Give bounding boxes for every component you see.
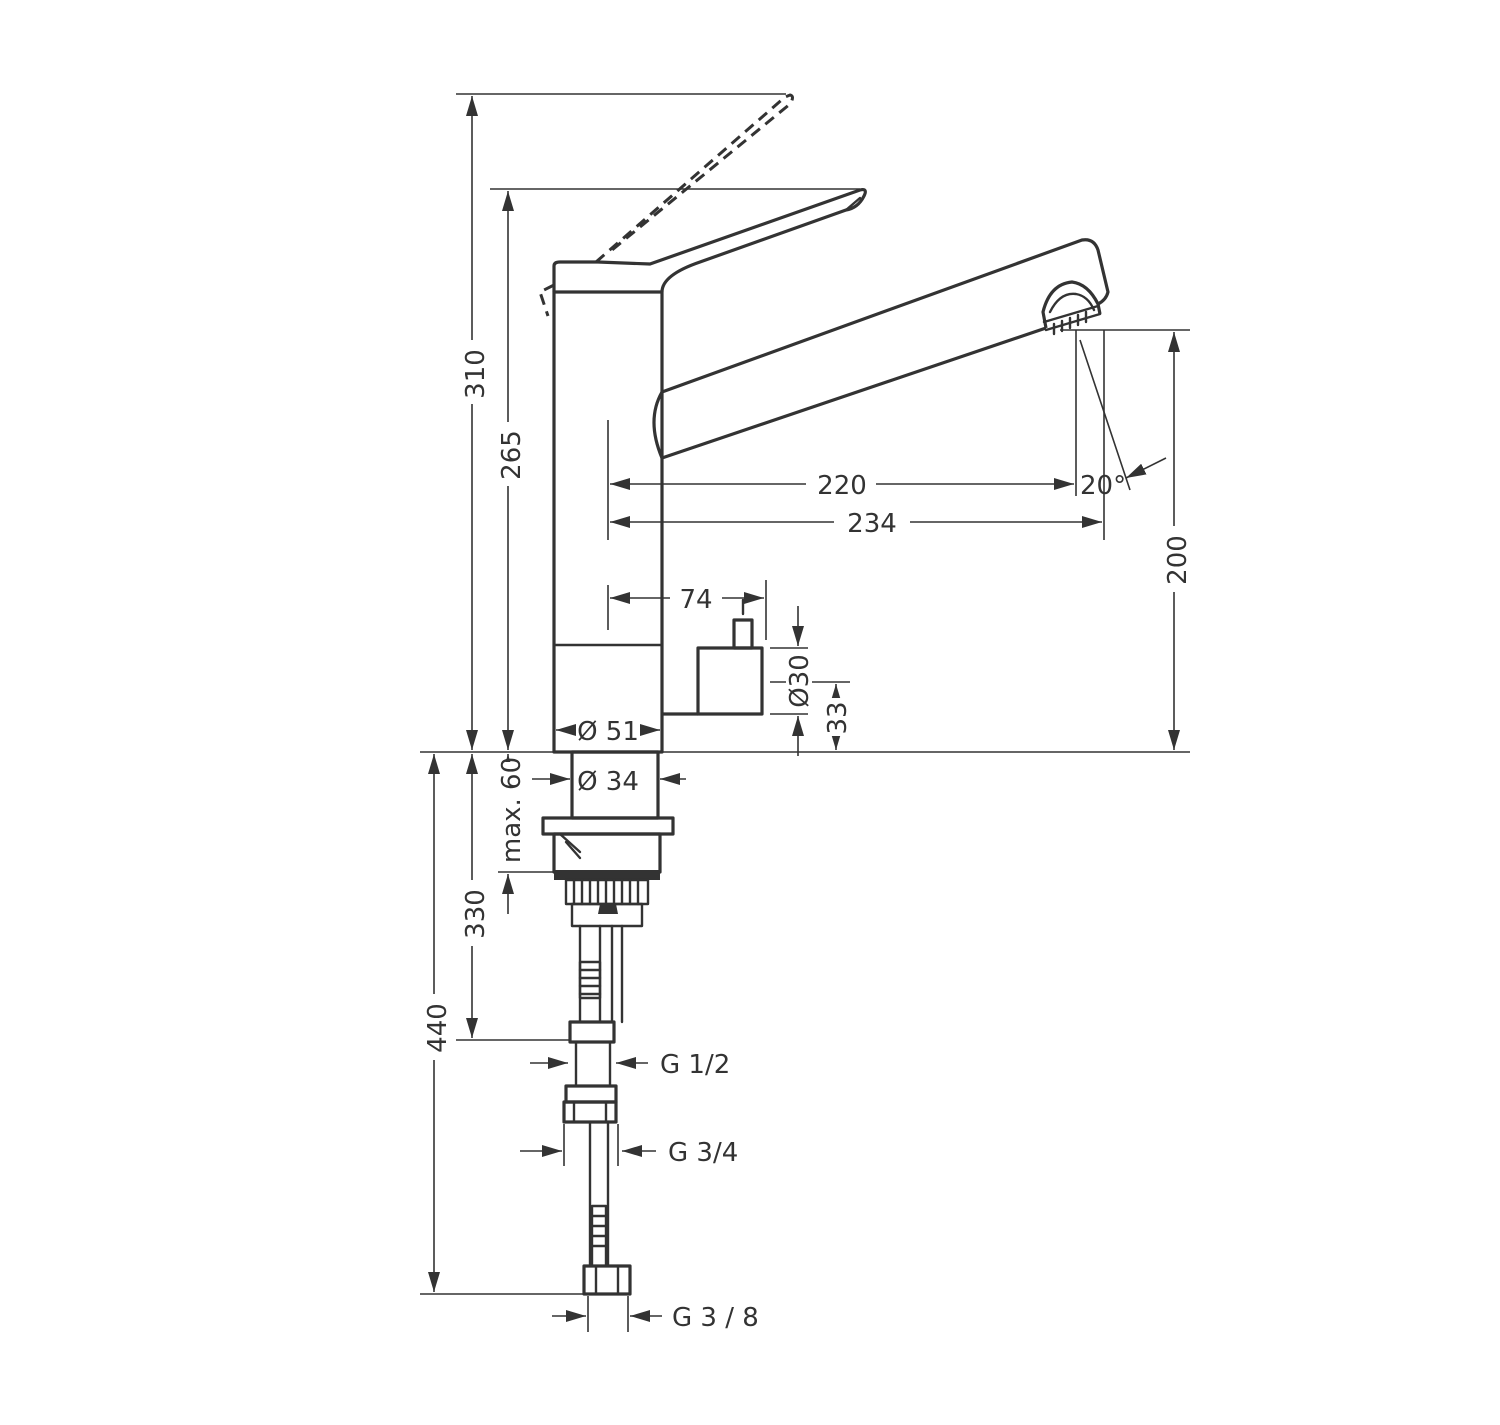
dim-g12-label: G 1/2	[660, 1050, 730, 1080]
side-valve	[696, 646, 764, 716]
dim-330-label: 330	[461, 889, 491, 939]
supply-hoses	[562, 924, 632, 1296]
fitting-g38	[582, 1264, 632, 1296]
lever-raised-outline	[595, 93, 794, 264]
aerator	[1041, 280, 1102, 329]
dim-440-label: 440	[423, 1003, 453, 1053]
dim-d30-label: Ø30	[785, 654, 815, 708]
dim-33-label: 33	[823, 701, 853, 734]
dim-g38-label: G 3 / 8	[672, 1303, 759, 1333]
fitting-g12	[568, 1020, 616, 1044]
dim-74-label: 74	[679, 585, 712, 615]
valve-knob	[732, 618, 754, 650]
dim-d51-label: Ø 51	[577, 717, 639, 747]
dim-angle-arrow	[1125, 457, 1167, 479]
lever-handle	[597, 188, 867, 293]
dim-d34-label: Ø 34	[577, 767, 639, 797]
dim-220-label: 220	[817, 471, 867, 501]
fitting-g34	[562, 1100, 618, 1124]
mounting-plate	[541, 816, 675, 836]
faucet-outline	[538, 93, 1110, 1296]
dim-g34-label: G 3/4	[668, 1138, 738, 1168]
dim-310-label: 310	[461, 349, 491, 399]
dim-200-label: 200	[1163, 535, 1193, 585]
dim-max60-label: max. 60	[497, 757, 527, 863]
dim-234-label: 234	[847, 509, 897, 539]
dim-angle-label: 20°	[1080, 471, 1126, 501]
dim-265-label: 265	[497, 430, 527, 480]
lever-cap	[552, 260, 598, 292]
mounting-nut	[552, 832, 662, 874]
spout	[661, 238, 1110, 394]
reference-lines	[420, 93, 1190, 1295]
